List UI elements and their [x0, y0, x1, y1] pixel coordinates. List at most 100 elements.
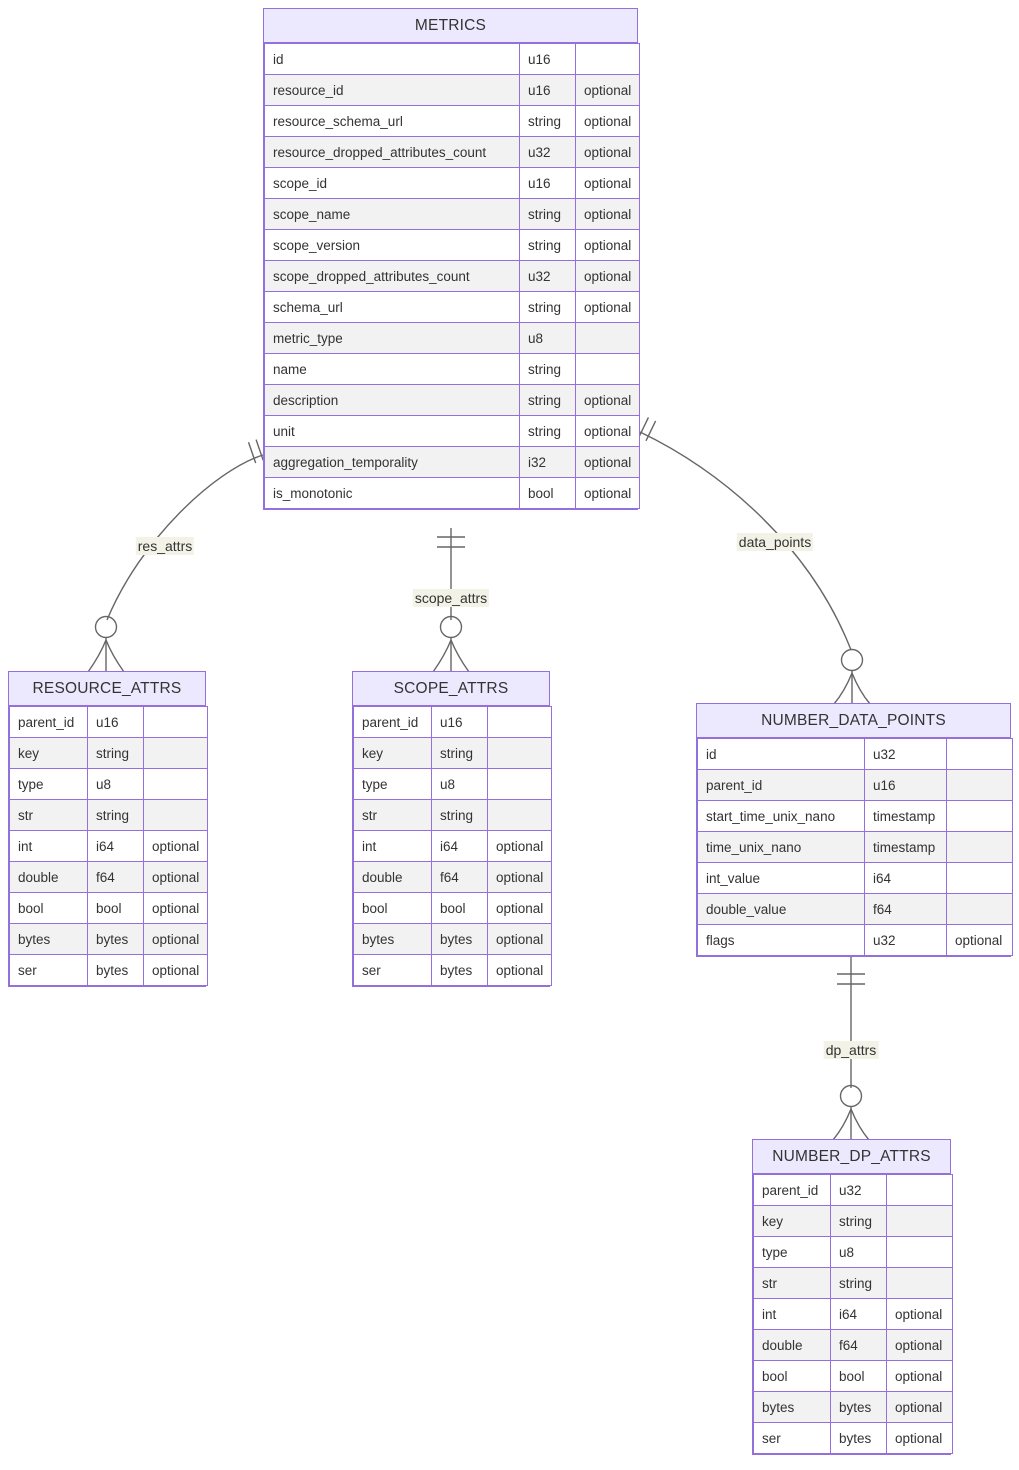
attribute-name: aggregation_temporality — [264, 446, 520, 478]
attribute-key: optional — [487, 830, 552, 862]
attribute-key: optional — [575, 415, 640, 447]
attribute-name: id — [264, 43, 520, 75]
attribute-key: optional — [575, 198, 640, 230]
attribute-type: string — [519, 353, 576, 385]
attribute-key: optional — [575, 136, 640, 168]
attribute-key: optional — [575, 105, 640, 137]
attribute-name: is_monotonic — [264, 477, 520, 509]
attribute-type: bool — [519, 477, 576, 509]
attribute-key — [143, 706, 208, 738]
attribute-type: string — [431, 737, 488, 769]
attribute-name: bytes — [9, 923, 88, 955]
attribute-key — [946, 738, 1013, 770]
attribute-name: str — [353, 799, 432, 831]
attribute-key — [143, 799, 208, 831]
attribute-type: u32 — [519, 260, 576, 292]
attribute-name: double_value — [697, 893, 865, 925]
cardinality-zero-or-more — [432, 615, 470, 673]
attribute-key: optional — [487, 892, 552, 924]
attribute-type: string — [87, 737, 144, 769]
attribute-key — [886, 1236, 953, 1268]
attribute-key — [575, 43, 640, 75]
entity-title: NUMBER_DP_ATTRS — [753, 1140, 950, 1174]
edge-res-attrs — [87, 439, 264, 673]
attribute-name: type — [9, 768, 88, 800]
attribute-key — [575, 353, 640, 385]
attribute-name: bytes — [753, 1391, 831, 1423]
attribute-key — [946, 862, 1013, 894]
attribute-type: string — [87, 799, 144, 831]
attribute-name: parent_id — [753, 1174, 831, 1206]
attribute-type: bool — [431, 892, 488, 924]
cardinality-exactly-one — [247, 439, 264, 464]
attribute-name: bool — [753, 1360, 831, 1392]
attribute-name: ser — [353, 954, 432, 986]
attribute-type: timestamp — [864, 831, 947, 863]
attribute-key — [487, 706, 552, 738]
attribute-type: u32 — [864, 924, 947, 956]
attribute-type: u8 — [830, 1236, 887, 1268]
attribute-type: string — [830, 1205, 887, 1237]
attribute-name: unit — [264, 415, 520, 447]
attribute-type: string — [519, 105, 576, 137]
attribute-name: ser — [753, 1422, 831, 1454]
attribute-type: u8 — [519, 322, 576, 354]
attribute-key — [487, 799, 552, 831]
entity-title: METRICS — [264, 9, 637, 43]
attribute-name: key — [9, 737, 88, 769]
attribute-type: string — [519, 415, 576, 447]
relationship-label-scope-attrs: scope_attrs — [412, 589, 490, 607]
attribute-type: f64 — [830, 1329, 887, 1361]
attribute-type: bytes — [87, 954, 144, 986]
relationship-label-res-attrs: res_attrs — [135, 537, 195, 555]
attribute-name: double — [353, 861, 432, 893]
attribute-type: i64 — [431, 830, 488, 862]
attribute-key: optional — [575, 446, 640, 478]
attribute-key: optional — [575, 260, 640, 292]
attribute-name: scope_id — [264, 167, 520, 199]
attribute-type: bytes — [87, 923, 144, 955]
attribute-name: bool — [9, 892, 88, 924]
attribute-name: name — [264, 353, 520, 385]
attribute-type: string — [519, 229, 576, 261]
attribute-type: bytes — [431, 923, 488, 955]
attribute-name: scope_dropped_attributes_count — [264, 260, 520, 292]
attribute-type: u16 — [519, 167, 576, 199]
attribute-key: optional — [143, 830, 208, 862]
attribute-name: scope_version — [264, 229, 520, 261]
attribute-key — [487, 737, 552, 769]
attribute-key: optional — [575, 229, 640, 261]
cardinality-exactly-one — [837, 973, 865, 985]
attribute-type: bool — [87, 892, 144, 924]
attribute-key — [946, 769, 1013, 801]
attribute-key: optional — [575, 477, 640, 509]
attribute-key — [886, 1205, 953, 1237]
